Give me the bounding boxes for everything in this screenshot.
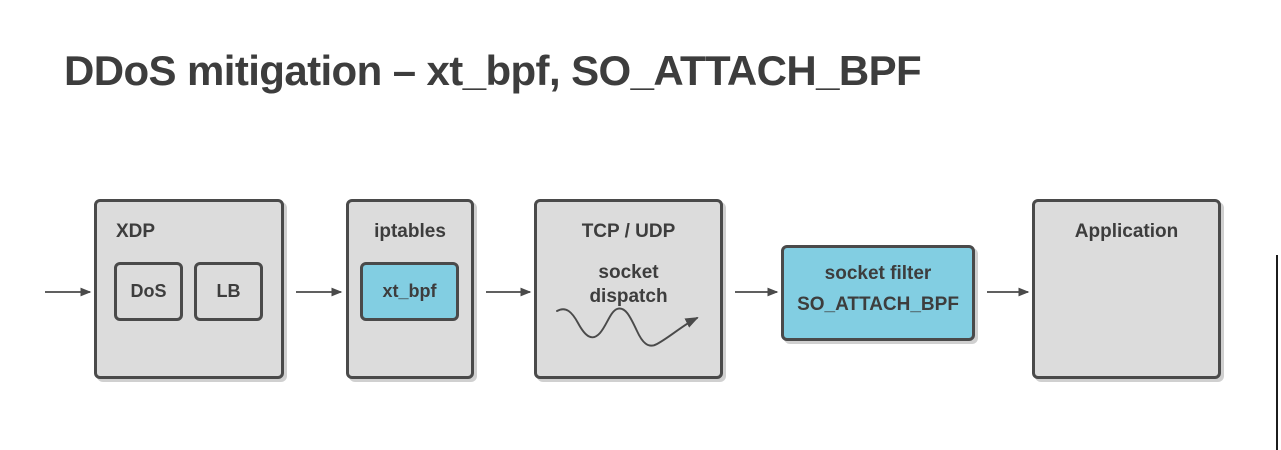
diagram-node-socket-filter-label-primary: socket filter: [824, 263, 932, 284]
diagram-node-iptables-label: iptables: [374, 221, 446, 242]
diagram-node-xt-bpf[interactable]: xt_bpf: [360, 262, 459, 321]
diagram-node-socket-filter-label-secondary: SO_ATTACH_BPF: [797, 294, 959, 315]
diagram-node-tcp-udp[interactable]: [534, 199, 723, 379]
diagram-node-socket-dispatch-label: socket dispatch: [589, 262, 668, 307]
diagram-node-dos[interactable]: DoS: [114, 262, 183, 321]
diagram-node-xdp-label: XDP: [116, 221, 156, 242]
page-title: DDoS mitigation – xt_bpf, SO_ATTACH_BPF: [64, 47, 922, 94]
diagram-node-application[interactable]: [1032, 199, 1221, 379]
right-edge-divider: [1276, 255, 1278, 450]
diagram-node-application-label: Application: [1074, 221, 1179, 242]
diagram-node-tcp-udp-label: TCP / UDP: [581, 221, 676, 242]
diagram-node-lb[interactable]: LB: [194, 262, 263, 321]
diagram-node-socket-filter[interactable]: [781, 245, 975, 341]
